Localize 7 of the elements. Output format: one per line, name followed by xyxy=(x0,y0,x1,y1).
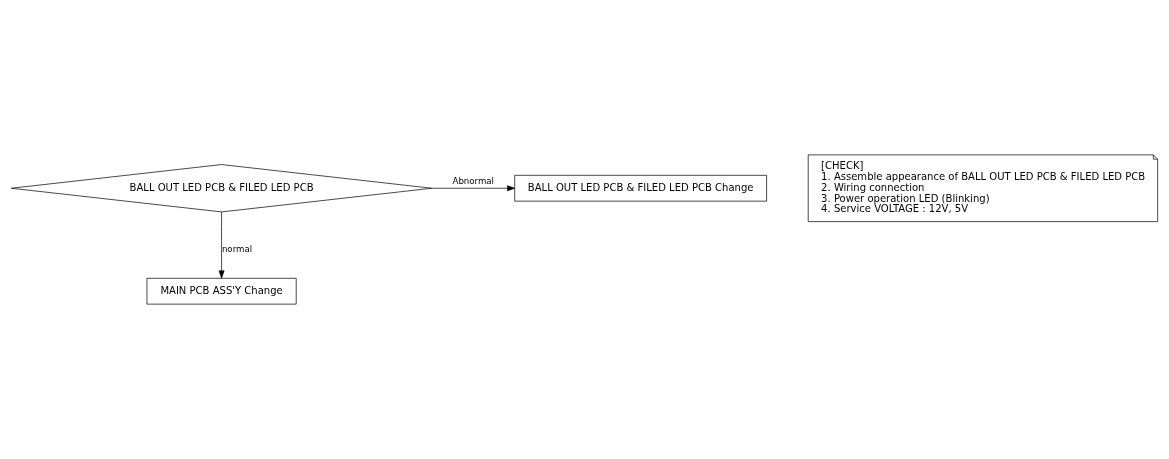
edge-label: Abnormal xyxy=(452,175,495,186)
node-box: MAIN PCB ASS'Y Change xyxy=(146,277,297,305)
edge-label: normal xyxy=(221,244,253,255)
node-box: BALL OUT LED PCB & FILED LED PCB Change xyxy=(514,174,767,202)
arrow xyxy=(431,185,516,192)
node-diamond: BALL OUT LED PCB & FILED LED PCB xyxy=(10,164,433,213)
arrow xyxy=(218,211,225,279)
